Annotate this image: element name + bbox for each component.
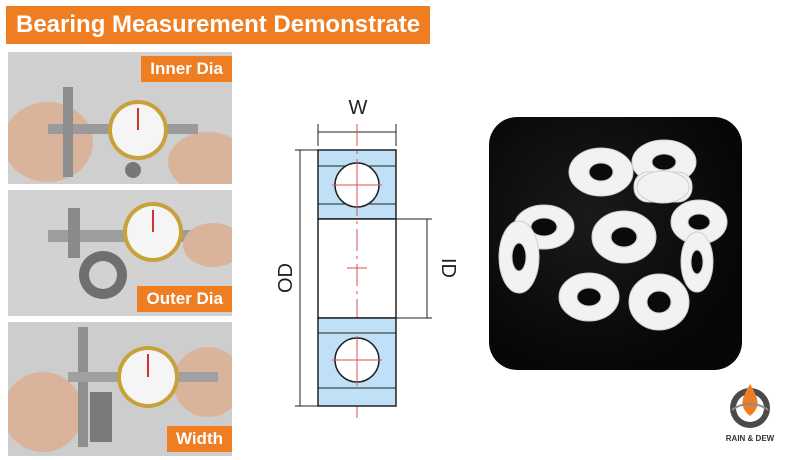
photo-label-width: Width [166,426,232,452]
bearing-cross-section-diagram: W OD ID [275,97,459,418]
bearing-10 [628,273,690,331]
page-title-banner: Bearing Measurement Demonstrate [6,6,430,44]
od-dimension-label: OD [275,263,297,293]
bearing-1 [568,147,634,197]
photo-inner-dia: Inner Dia [8,52,232,184]
ceramic-bearings-photo [489,117,742,370]
photo-label-outer-dia: Outer Dia [137,286,232,312]
width-dimension-label: W [349,97,368,119]
photo-label-inner-dia: Inner Dia [141,56,232,82]
id-dimension-label: ID [437,258,459,278]
brand-logo: RAIN & DEW [720,380,780,452]
ceramic-bearings-illustration [498,139,728,331]
bearing-5 [498,220,540,294]
brand-logo-name: RAIN & DEW [725,434,775,443]
caliper-outer-dia-illustration [8,190,232,316]
bearing-9 [558,272,620,322]
bearing-3 [633,170,693,204]
photo-width: Width [8,322,232,456]
bearing-8 [680,231,714,293]
rain-and-dew-logo-icon [730,384,770,428]
bearing-7 [670,199,728,245]
bearing-6 [591,210,657,264]
page-title: Bearing Measurement Demonstrate [16,11,421,38]
photo-outer-dia: Outer Dia [8,190,232,316]
caliper-width-illustration [8,322,232,456]
